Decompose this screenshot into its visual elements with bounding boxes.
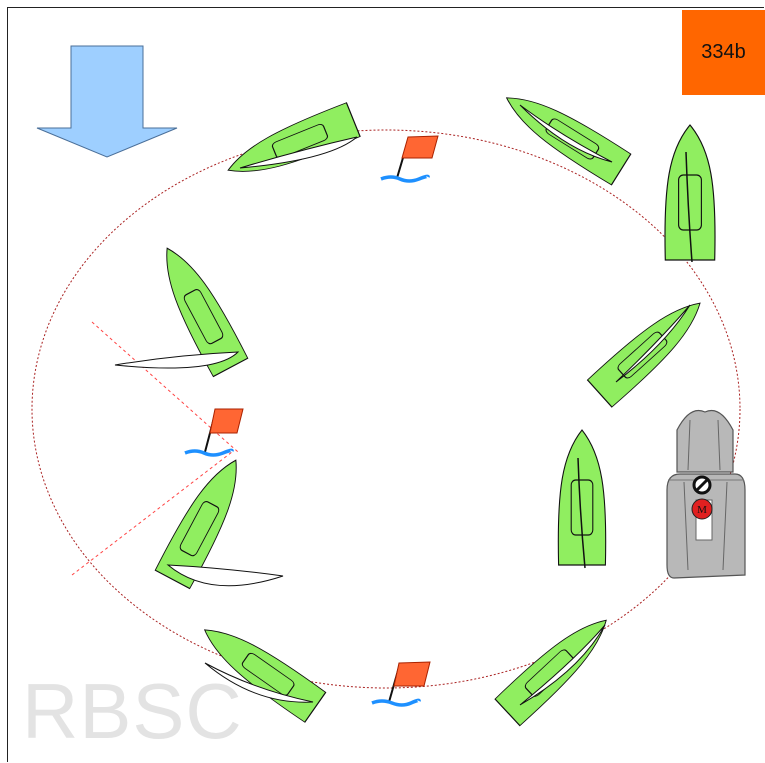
sail: [166, 564, 284, 587]
sailboat-icon: [496, 81, 632, 186]
committee-boat-icon: [666, 409, 746, 579]
diagram-frame: [7, 7, 764, 762]
mark-flag-icon: [371, 661, 431, 707]
sailboat-icon: [494, 606, 620, 727]
sail: [615, 304, 691, 383]
layline: [71, 451, 233, 576]
watermark: RBSC: [22, 667, 243, 755]
diagram-id-badge: 334b: [682, 10, 765, 95]
diagram-id-label: 334b: [701, 41, 746, 63]
course-path: [31, 129, 741, 689]
flag-m-label: M: [697, 504, 707, 516]
flag-m-icon: M: [691, 498, 713, 520]
sail: [239, 136, 358, 169]
flag-prohibited-icon: [692, 475, 712, 495]
wind-arrow-icon: [36, 45, 178, 158]
sail: [204, 662, 314, 703]
mark-flag-icon: [380, 135, 439, 183]
sailboat-icon: [557, 429, 607, 566]
mark-flag-icon: [184, 408, 244, 457]
sail: [685, 151, 693, 263]
sail: [577, 457, 586, 569]
sail: [519, 104, 613, 163]
sail: [519, 624, 606, 706]
sail: [114, 351, 240, 369]
